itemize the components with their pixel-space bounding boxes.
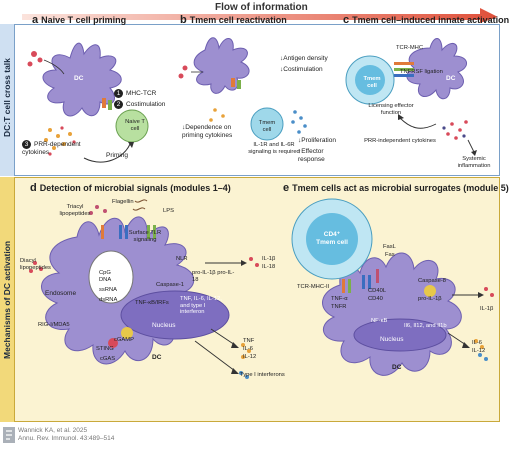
panel-d-cgamp: cGAMP <box>114 337 134 343</box>
step-1-num: 1 <box>114 89 123 98</box>
panel-c-illustration <box>345 38 477 156</box>
footer-line-1: Wannick KA, et al. 2025 <box>18 427 88 434</box>
panel-c-tcr-mhc: TCR-MHC <box>396 45 424 51</box>
panel-d-tnf-irf: TNF-κB/IRFs <box>135 300 169 306</box>
panel-d-triacyl: Triacyl lipopeptides <box>59 204 91 217</box>
panel-a-priming: Priming <box>106 152 129 159</box>
panel-c-prr-indep: PRR-independent cytokines <box>364 138 436 144</box>
side-label-bottom: Mechanisms of DC activation <box>2 240 12 359</box>
flow-arrow <box>22 8 498 23</box>
panel-b-title-text: Tmem cell reactivation <box>189 15 287 25</box>
panel-b-costim: ↓Costimulation <box>280 66 323 73</box>
panel-e-cd40l: CD40L <box>368 288 387 294</box>
panel-e-illustration <box>291 198 494 376</box>
panel-e-genes: Il6, Il12, and Il1b <box>404 323 447 329</box>
panel-e-tcr-mhc: TCR-MHC-II <box>297 284 330 290</box>
panel-e-letter: e <box>283 182 290 194</box>
panel-d-dc: DC <box>152 354 162 361</box>
panel-c-letter: c <box>343 14 350 26</box>
panel-d-rigi: RIG-I/MDA5 <box>38 322 70 328</box>
panel-c-tnfrsf: TNFRSF ligation <box>400 69 443 75</box>
panel-d-cgas: cGAS <box>100 356 116 362</box>
panel-c-dc: DC <box>446 75 456 82</box>
footer-citation: Wannick KA, et al. 2025 Annu. Rev. Immun… <box>18 427 114 443</box>
panel-e-tnfa: TNF-α <box>331 296 348 302</box>
side-bar-bottom <box>0 177 15 422</box>
panel-d-out-il12: IL-12 <box>243 354 257 360</box>
step-1-text: MHC-TCR <box>126 90 157 97</box>
panel-e-fasl: FasL <box>383 244 396 250</box>
flow-title: Flow of information <box>215 2 308 13</box>
panel-c-tmem: Tmem cell <box>363 76 381 89</box>
panel-d-nlr: NLR <box>176 256 188 262</box>
panel-e-il1b: IL-1β <box>480 306 494 312</box>
panel-d-diacyl: Diacyl lipopeptides <box>20 258 51 271</box>
panel-e-tnfr: TNFR <box>331 304 347 310</box>
footer-line-2: Annu. Rev. Immunol. 43:489–514 <box>18 435 115 442</box>
panel-d-flagellin: Flagellin <box>112 199 134 205</box>
panel-e-il12: IL-12 <box>472 348 486 354</box>
panel-d-endosome: Endosome <box>45 290 77 297</box>
panel-d-out-il6: IL-6 <box>243 346 253 352</box>
panel-d-cpg: CpG DNA <box>99 270 112 283</box>
panel-e-pro-il1b: pro-IL-1β <box>418 296 442 302</box>
panel-d-pro-il: pro-IL-1β pro-IL-18 <box>192 270 235 283</box>
panel-b-il1r: IL-1R and IL-6R signaling is required <box>248 142 300 155</box>
panel-a-letter: a <box>32 14 39 26</box>
panel-d-caspase1: Caspase-1 <box>156 282 185 288</box>
panel-e-nfkb: NF-κB <box>371 318 388 324</box>
panel-b-antigen: ↓Antigen density <box>280 55 328 62</box>
panel-a-tcell-label: Naive T cell <box>125 119 145 132</box>
panel-e-title-text: Tmem cells act as microbial surrogates (… <box>292 183 509 193</box>
panel-d-dsrna: dsRNA <box>99 297 118 303</box>
panel-a-title-text: Naive T cell priming <box>41 15 127 25</box>
panel-a-illustration <box>27 42 149 163</box>
step-2-text: Costimulation <box>126 101 166 108</box>
panel-d-illustration <box>29 199 259 379</box>
panel-b-prolif: ↓Proliferation <box>298 137 336 144</box>
panel-d-surface-tlr: Surface TLR signaling <box>128 230 162 243</box>
panel-b-letter: b <box>180 14 187 26</box>
panel-b-effector: ↑Effector response <box>298 148 325 163</box>
panel-e-dc: DC <box>392 364 402 371</box>
panel-b-dependence: ↓Dependence on priming cytokines <box>182 124 233 139</box>
panel-d-out-il1b: IL-1β <box>262 256 276 262</box>
panel-d-nucleus-genes: TNF, IL-6, IL-12, and type I interferon <box>180 296 222 316</box>
panel-d-letter: d <box>30 182 37 194</box>
panel-b-tmem: Tmem cell <box>258 120 276 133</box>
panel-e-caspase8: Caspase-8 <box>418 278 447 284</box>
side-label-top: DC:T cell cross talk <box>2 58 12 137</box>
panel-d-sting: STING <box>96 346 114 352</box>
panel-d-out-ifn: Type I interferons <box>240 372 285 378</box>
panel-c-title-text: Tmem cell–induced innate activation <box>352 15 509 25</box>
panel-d-lps: LPS <box>163 208 174 214</box>
panel-e-nucleus: Nucleus <box>380 336 404 343</box>
side-bar-top <box>0 24 15 176</box>
panel-d-nucleus: Nucleus <box>152 322 176 329</box>
panel-b-illustration <box>178 37 307 141</box>
step-2-num: 2 <box>114 100 123 109</box>
panel-d-out-il18: IL-18 <box>262 264 276 270</box>
panel-c-licensing: Licensing effector function <box>368 103 414 116</box>
step-3-text: PRR-dependent cytokines <box>22 141 81 156</box>
step-3-num: 3 <box>22 140 31 149</box>
panel-e-il6: IL-6 <box>472 340 482 346</box>
panel-e-tmem: CD4⁺ Tmem cell <box>316 231 348 246</box>
panel-e-cd40: CD40 <box>368 296 383 302</box>
journal-logo-icon <box>3 427 15 443</box>
panel-d-title-text: Detection of microbial signals (modules … <box>39 183 231 193</box>
panel-d-ssrna: ssRNA <box>99 287 118 293</box>
panel-e-fas: Fas <box>385 252 395 258</box>
panel-c-systemic: Systemic inflammation <box>457 156 491 169</box>
panel-a-dc-label: DC <box>74 75 84 82</box>
panel-d-out-tnf: TNF <box>243 338 255 344</box>
